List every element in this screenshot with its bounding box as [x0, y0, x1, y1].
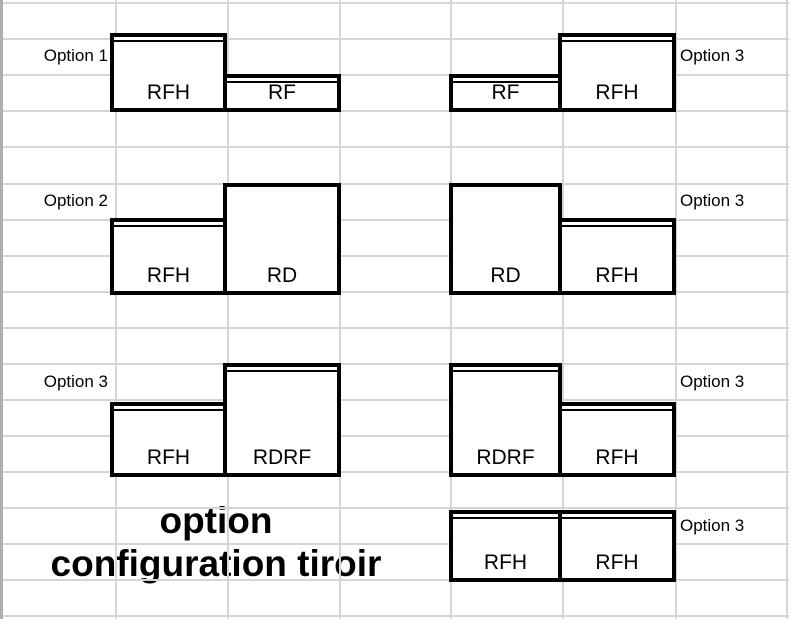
compartment-box-rdrf: RDRF: [223, 363, 341, 477]
gridline-horizontal: [0, 110, 789, 112]
compartment-label: RFH: [595, 551, 639, 574]
double-top-line: [453, 517, 558, 519]
compartment-label: RDRF: [252, 446, 312, 469]
compartment-box-rfh: RFH: [558, 218, 676, 295]
gridline-horizontal: [0, 435, 789, 437]
compartment-box-rfh: RFH: [110, 402, 227, 477]
gridline-vertical: [450, 0, 452, 619]
gridline-horizontal: [0, 183, 789, 185]
option-label: Option 3: [680, 191, 745, 210]
compartment-box-rf: RF: [223, 74, 341, 112]
gridline-horizontal: [0, 615, 789, 617]
option-label: Option 3: [680, 372, 745, 391]
gridline-horizontal: [0, 255, 789, 257]
compartment-box-rfh: RFH: [110, 218, 227, 295]
option-label: Option 2: [43, 191, 108, 210]
gridline-horizontal: [0, 38, 789, 40]
double-top-line: [562, 517, 672, 519]
diagram-title-line2: configuration tiroir: [50, 543, 382, 584]
compartment-label: RF: [268, 81, 296, 104]
compartment-box-rf: RF: [449, 74, 562, 112]
option-label: Option 1: [43, 46, 108, 65]
gridline-horizontal: [0, 146, 789, 148]
compartment-box-rfh: RFH: [110, 33, 227, 112]
diagram-title-line1: option: [159, 500, 273, 541]
gridline-horizontal: [0, 471, 789, 473]
gridline-horizontal: [0, 363, 789, 365]
gridline-horizontal: [0, 219, 789, 221]
double-top-line: [562, 40, 672, 42]
compartment-box-rd: RD: [449, 183, 562, 295]
compartment-label: RFH: [146, 81, 191, 104]
gridline-horizontal: [0, 327, 789, 329]
compartment-box-rd: RD: [223, 183, 341, 295]
gridline-vertical: [786, 0, 788, 619]
compartment-label: RDRF: [476, 446, 535, 469]
compartment-box-rfh: RFH: [558, 33, 676, 112]
double-top-line: [453, 370, 558, 372]
double-top-line: [227, 81, 337, 83]
gridline-vertical: [339, 0, 341, 619]
compartment-label: RFH: [483, 551, 528, 574]
gridline-horizontal: [0, 579, 789, 581]
compartment-label: RFH: [595, 81, 639, 104]
compartment-label: RFH: [595, 264, 639, 287]
compartment-box-rdrf: RDRF: [449, 363, 562, 477]
compartment-box-rfh: RFH: [558, 510, 676, 582]
compartment-label: RFH: [146, 264, 191, 287]
gridline-vertical: [227, 0, 229, 619]
gridline-horizontal: [0, 74, 789, 76]
double-top-line: [453, 81, 558, 83]
sheet-left-edge: [0, 0, 3, 619]
gridline-horizontal: [0, 291, 789, 293]
gridline-horizontal: [0, 399, 789, 401]
compartment-box-rfh: RFH: [558, 402, 676, 477]
compartment-label: RD: [490, 264, 521, 287]
gridline-horizontal: [0, 507, 789, 509]
double-top-line: [114, 409, 223, 411]
double-top-line: [114, 225, 223, 227]
gridline-vertical: [675, 0, 677, 619]
option-label: Option 3: [680, 516, 745, 535]
double-top-line: [562, 225, 672, 227]
gridline-horizontal: [0, 2, 789, 4]
gridline-horizontal: [0, 543, 789, 545]
compartment-label: RFH: [146, 446, 191, 469]
double-top-line: [114, 40, 223, 42]
double-top-line: [227, 370, 337, 372]
compartment-label: RFH: [595, 446, 639, 469]
diagram-title: option configuration tiroir: [28, 499, 404, 585]
compartment-label: RF: [491, 81, 520, 104]
option-label: Option 3: [680, 46, 745, 65]
gridline-vertical: [562, 0, 564, 619]
compartment-box-rfh: RFH: [449, 510, 562, 582]
gridline-vertical: [115, 0, 117, 619]
double-top-line: [562, 409, 672, 411]
option-label: Option 3: [43, 372, 108, 391]
compartment-label: RD: [266, 264, 298, 287]
